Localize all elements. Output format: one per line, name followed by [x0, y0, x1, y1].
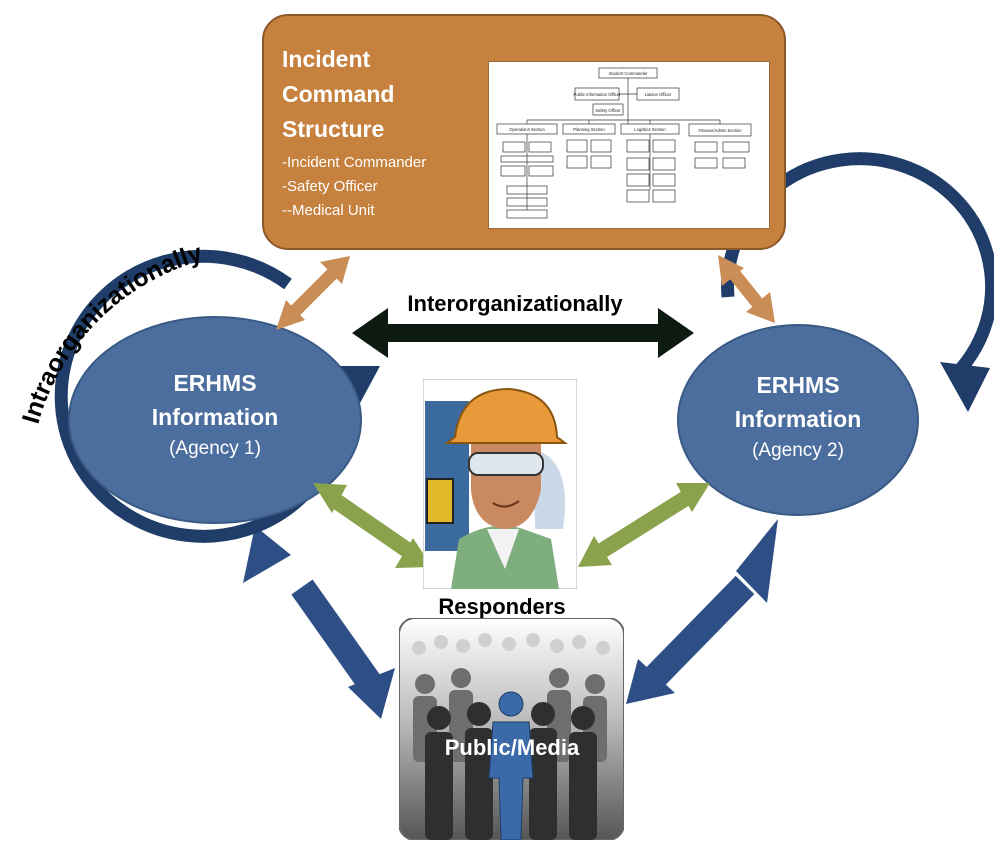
svg-text:Finance/Admin Section: Finance/Admin Section [698, 128, 742, 133]
public-media-illustration [398, 617, 625, 841]
interorganizationally-label: Interorganizationally [407, 291, 623, 316]
svg-text:Incident Commander: Incident Commander [609, 71, 648, 76]
svg-text:Liaison Officer: Liaison Officer [645, 92, 672, 97]
ics-item-medical: --Medical Unit [282, 202, 375, 219]
ics-title: Incident Command Structure [282, 46, 395, 142]
ics-role-list: -Incident Commander -Safety Officer --Me… [282, 151, 426, 223]
agency1-to-ics-arrow [276, 256, 350, 330]
ics-item-commander: -Incident Commander [282, 154, 427, 171]
org-chart-image: Incident Commander Public Information Of… [488, 61, 770, 229]
svg-text:Logistics Section: Logistics Section [634, 127, 666, 132]
interorganizational-arrow [352, 308, 694, 358]
agency2-to-ics-arrow [718, 255, 775, 323]
svg-text:Operations Section: Operations Section [509, 127, 545, 132]
responder-illustration [422, 378, 578, 590]
agency2-text: ERHMS Information (Agency 2) [734, 372, 862, 461]
incident-command-box: Incident Command Structure -Incident Com… [262, 14, 786, 250]
public-media-label: Public/Media [444, 735, 580, 760]
agency1-to-public-arrow [243, 526, 395, 719]
svg-text:Safety Officer: Safety Officer [595, 108, 621, 113]
responders-label: Responders [438, 594, 566, 619]
agency2-to-responders-arrow [578, 483, 710, 567]
svg-text:Public Information Officer: Public Information Officer [574, 92, 622, 97]
agency2-to-public-arrow [626, 519, 778, 704]
ics-item-safety: -Safety Officer [282, 178, 378, 195]
agency2-oval [677, 324, 919, 516]
agency1-oval [68, 316, 362, 524]
agency1-to-responders-arrow [313, 483, 432, 568]
agency1-text: ERHMS Information (Agency 1) [151, 370, 279, 459]
svg-text:Planning Section: Planning Section [573, 127, 605, 132]
